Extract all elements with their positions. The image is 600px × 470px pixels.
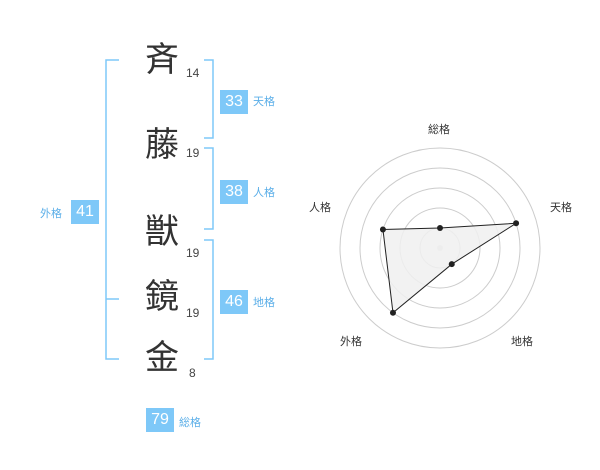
stroke-count-3: 19 <box>186 246 200 260</box>
radar-grid-ring <box>339 147 541 349</box>
gaikaku-bracket <box>105 59 119 360</box>
chikaku-bracket <box>204 239 214 360</box>
jinkaku-value-badge: 38 <box>220 180 248 204</box>
stroke-count-5: 8 <box>189 366 196 380</box>
kanji-char-1: 斉 <box>145 40 179 80</box>
kanji-char-3: 獣 <box>145 212 179 252</box>
chikaku-label: 地格 <box>253 296 275 309</box>
radar-point-4 <box>389 309 396 316</box>
gaikaku-value-badge: 41 <box>71 200 99 224</box>
stroke-count-1: 14 <box>186 66 200 80</box>
radar-point-1 <box>437 225 443 231</box>
kanji-char-2: 藤 <box>145 125 179 165</box>
tenkaku-value-badge: 33 <box>220 90 248 114</box>
stroke-count-4: 19 <box>186 306 200 320</box>
soukaku-label: 総格 <box>179 416 201 429</box>
soukaku-value-badge: 79 <box>146 408 174 432</box>
tenkaku-bracket <box>204 59 214 139</box>
gaikaku-label: 外格 <box>40 207 62 220</box>
jinkaku-bracket <box>204 147 214 230</box>
radar-axis-label-soukaku: 総格 <box>428 123 450 136</box>
chikaku-value-badge: 46 <box>220 290 248 314</box>
radar-axis-label-tenkaku: 天格 <box>550 201 572 214</box>
radar-axis-label-jinkaku: 人格 <box>309 201 331 214</box>
kanji-char-5: 金 <box>145 338 179 378</box>
jinkaku-label: 人格 <box>253 186 275 199</box>
kanji-char-4: 鏡 <box>145 277 179 317</box>
radar-point-3 <box>448 261 455 268</box>
radar-grid-ring <box>359 167 521 329</box>
tenkaku-label: 天格 <box>253 95 275 108</box>
radar-data-area <box>382 222 517 314</box>
radar-axis-label-chikaku: 地格 <box>511 335 533 348</box>
radar-point-5 <box>379 226 386 233</box>
radar-grid-ring <box>379 187 501 309</box>
radar-point-2 <box>513 220 520 227</box>
radar-axis-label-gaikaku: 外格 <box>340 335 362 348</box>
stroke-count-2: 19 <box>186 146 200 160</box>
